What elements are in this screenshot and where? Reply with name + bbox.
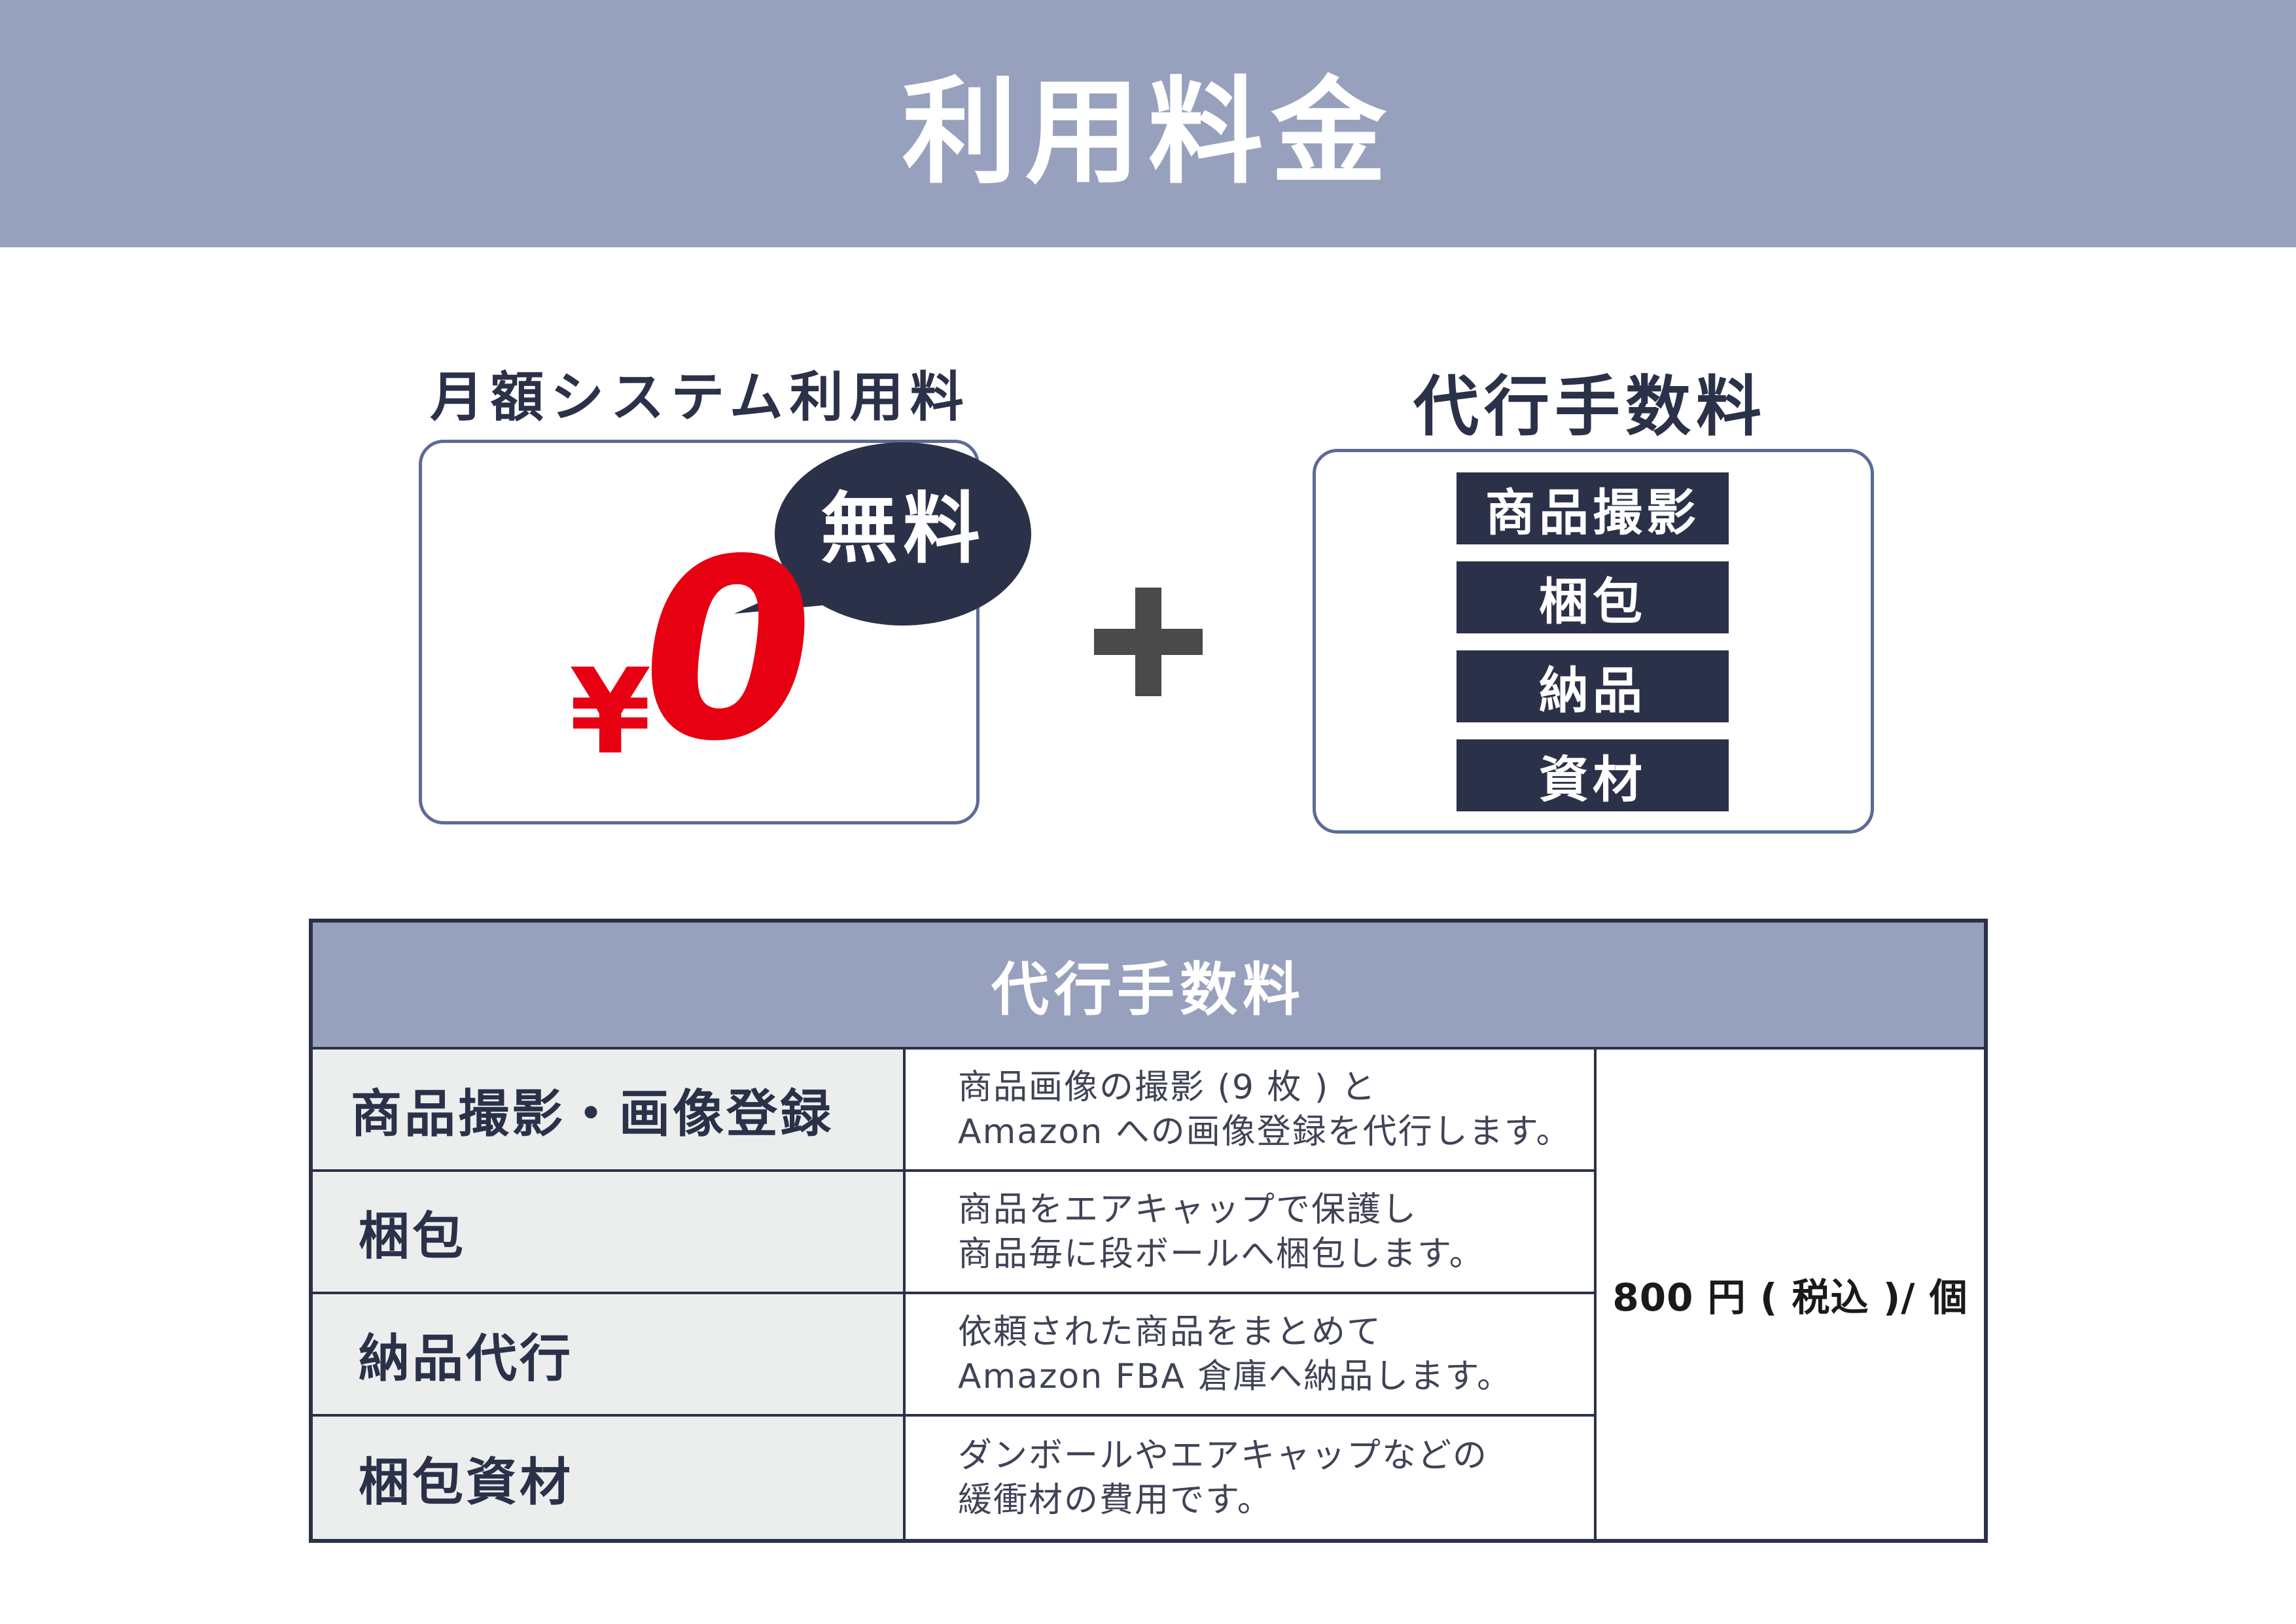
fee-table: 代行手数料 商品撮影・画像登録 商品画像の撮影 (9 枚 ) と Amazon … (309, 919, 1988, 1543)
fee-table-title: 代行手数料 (313, 923, 1984, 1050)
table-row: 梱包資材 ダンボールやエアキャップなどの 緩衝材の費用です。 (313, 1417, 1608, 1539)
row-desc-line: Amazon FBA 倉庫へ納品します。 (958, 1356, 1513, 1396)
zero-amount: 0 (620, 507, 834, 775)
row-desc-line: Amazon への画像登録を代行します。 (958, 1112, 1572, 1152)
row-description: ダンボールやエアキャップなどの 緩衝材の費用です。 (906, 1417, 1597, 1539)
fee-item-packing: 梱包 (1457, 561, 1729, 633)
table-row: 梱包 商品をエアキャップで保護し 商品毎に段ボールへ梱包します。 (313, 1172, 1608, 1292)
row-description: 商品をエアキャップで保護し 商品毎に段ボールへ梱包します。 (906, 1172, 1597, 1292)
speech-bubble-icon (734, 442, 1031, 626)
row-description: 依頼された商品をまとめて Amazon FBA 倉庫へ納品します。 (906, 1294, 1597, 1414)
title-banner: 利用料金 (0, 0, 2296, 247)
unit-price: 800 円 ( 税込 )/ 個 (1612, 1275, 1968, 1320)
table-row: 商品撮影・画像登録 商品画像の撮影 (9 枚 ) と Amazon への画像登録… (313, 1050, 1608, 1169)
row-desc-line: 依頼された商品をまとめて (958, 1312, 1383, 1352)
row-name: 梱包資材 (313, 1417, 906, 1539)
free-label: 無料 (821, 484, 985, 574)
yen-sign: ¥ (569, 644, 651, 775)
row-desc-line: 緩衝材の費用です。 (958, 1480, 1273, 1520)
row-description: 商品画像の撮影 (9 枚 ) と Amazon への画像登録を代行します。 (906, 1050, 1597, 1169)
fee-item-photo: 商品撮影 (1457, 472, 1729, 544)
plus-icon (1094, 588, 1203, 696)
row-desc-line: 商品毎に段ボールへ梱包します。 (958, 1234, 1485, 1274)
free-price-graphic: 無料 0 ¥ (569, 442, 1031, 775)
row-name: 梱包 (313, 1172, 906, 1292)
row-desc-line: 商品画像の撮影 (9 枚 ) と (958, 1067, 1377, 1107)
row-divider (313, 1414, 1597, 1417)
row-desc-line: ダンボールやエアキャップなどの (958, 1436, 1489, 1475)
table-row: 納品代行 依頼された商品をまとめて Amazon FBA 倉庫へ納品します。 (313, 1294, 1608, 1414)
row-name: 納品代行 (313, 1294, 906, 1414)
row-name: 商品撮影・画像登録 (313, 1050, 906, 1169)
fee-item-materials: 資材 (1457, 739, 1729, 811)
agency-fee-heading: 代行手数料 (1413, 368, 1767, 445)
page-title: 利用料金 (902, 65, 1394, 200)
row-divider (313, 1292, 1597, 1294)
monthly-fee-heading: 月額システム利用料 (430, 366, 970, 429)
fee-item-delivery: 納品 (1457, 650, 1729, 722)
row-divider (313, 1169, 1597, 1172)
row-desc-line: 商品をエアキャップで保護し (958, 1190, 1418, 1229)
